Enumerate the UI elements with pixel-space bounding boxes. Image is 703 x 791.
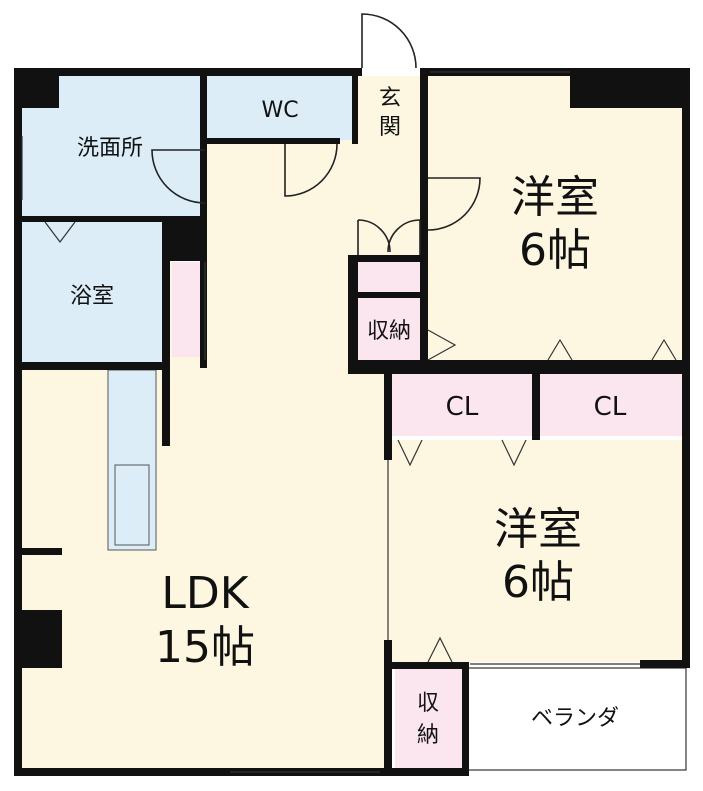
label-shuno2-1: 収: [417, 691, 439, 716]
wall-hall-right: [420, 68, 428, 368]
ldk-closet-floor: [172, 262, 202, 357]
shuno2-door-mark: [427, 636, 453, 663]
corner-block-tr: [570, 68, 690, 108]
senmen-door: [151, 149, 206, 204]
wall-stub-left: [14, 548, 62, 555]
shuno2-floor: [395, 668, 465, 768]
wall-cl-left: [384, 360, 392, 440]
yokushitsu-floor: [22, 222, 164, 364]
label-cl2: CL: [594, 392, 627, 422]
wall-bed2-bottom-right: [640, 660, 690, 668]
label-youshitsu2-name: 洋室: [494, 504, 582, 555]
wall-shuno-left: [348, 255, 358, 365]
genkan-floor: [357, 76, 425, 144]
cl1-floor: [392, 374, 532, 436]
hall-floor: [205, 140, 425, 265]
corner-block-tl: [14, 68, 59, 108]
wall-bed2-bottom: [384, 662, 468, 669]
wall-bath-right: [162, 216, 170, 366]
label-youshitsu2-size: 6帖: [502, 557, 574, 608]
label-youshitsu1-size: 6帖: [519, 225, 591, 276]
youshitsu2-floor: [392, 440, 682, 662]
youshitsu1-floor: [425, 76, 683, 368]
label-veranda: ベランダ: [531, 706, 619, 731]
kitchen-sink: [114, 464, 150, 546]
label-youshitsu1-name: 洋室: [511, 172, 599, 223]
label-ldk-size: 15帖: [155, 622, 255, 673]
wc-door: [284, 143, 338, 197]
cl2-door-mark: [547, 338, 677, 361]
bed1-door: [427, 177, 481, 231]
wall-kitchen: [162, 366, 170, 446]
wall-block-hall: [162, 216, 207, 261]
wall-top-left: [14, 68, 362, 76]
wall-cl-mid: [532, 368, 540, 440]
cl1-door-mark: [397, 439, 527, 467]
label-genkan-1: 玄: [379, 86, 401, 111]
wc-floor: [205, 76, 355, 140]
label-ldk-name: LDK: [161, 568, 249, 619]
veranda-floor: [467, 667, 687, 771]
label-shuno1: 収納: [367, 319, 411, 344]
column-left: [14, 610, 62, 668]
label-wc: WC: [261, 98, 298, 123]
shuno-top-floor: [358, 262, 420, 292]
wall-left: [14, 68, 22, 776]
wall-closet-right: [200, 240, 207, 368]
wall-mid-horizontal: [348, 360, 690, 374]
label-yokushitsu: 浴室: [70, 284, 114, 309]
wall-shuno-mid: [348, 292, 428, 298]
wall-shuno2-right: [462, 662, 469, 776]
wall-wc-bottom: [200, 138, 340, 144]
wall-bed2-left-low: [384, 640, 392, 776]
label-genkan-2: 関: [379, 115, 401, 140]
hall-double-door: [357, 219, 421, 255]
wall-bath-top: [14, 216, 206, 222]
wall-wc-right: [352, 68, 358, 144]
shuno1-floor: [358, 298, 420, 360]
wall-bath-bottom: [14, 362, 168, 370]
shuno1-door-mark: [427, 329, 457, 361]
entrance-door: [361, 13, 417, 69]
label-shuno2-2: 納: [417, 723, 439, 748]
cl2-floor: [540, 374, 682, 436]
wall-bed2-left: [384, 440, 392, 460]
label-cl1: CL: [446, 392, 479, 422]
label-senmen: 洗面所: [77, 136, 143, 161]
wall-shuno-top: [348, 255, 428, 262]
bath-door-mark: [44, 221, 76, 243]
